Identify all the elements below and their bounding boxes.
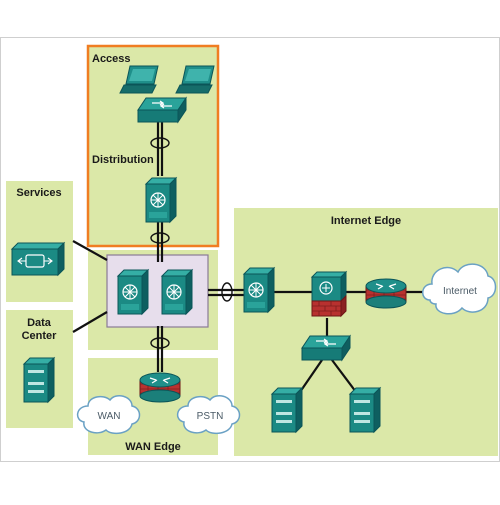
services-label: Services <box>16 187 61 199</box>
firewall-asa-icon <box>310 270 348 318</box>
distribution-label: Distribution <box>92 154 154 166</box>
pstn-cloud-label: PSTN <box>197 411 224 422</box>
services-appliance-icon <box>10 241 66 277</box>
access-switch-icon <box>137 97 187 123</box>
link-services-core <box>72 240 108 261</box>
edge-switch-icon <box>243 267 275 313</box>
data-center-label-line1: Data <box>27 317 52 329</box>
data-center-label-line2: Center <box>22 330 58 342</box>
link-dmz-server-2 <box>331 359 357 393</box>
wan-edge-label: WAN Edge <box>125 441 181 453</box>
wan-router-icon <box>139 372 181 403</box>
internet-edge-label: Internet Edge <box>331 215 401 227</box>
dmz-switch-icon <box>301 335 351 361</box>
link-dmz-server-1 <box>299 359 323 393</box>
data-center-server-icon <box>23 357 55 403</box>
pstn-cloud: PSTN <box>176 395 241 435</box>
core-switch-icon <box>117 269 149 315</box>
dmz-server-icon <box>349 387 381 433</box>
internet-router-icon <box>365 278 407 309</box>
distribution-switch-icon <box>145 177 177 223</box>
services-zone <box>6 181 73 302</box>
dmz-server-icon <box>271 387 303 433</box>
internet-cloud: Internet <box>422 263 497 315</box>
link-datacenter-core <box>72 311 108 333</box>
access-label: Access <box>92 53 131 65</box>
core-switch-icon <box>161 269 193 315</box>
wan-cloud: WAN <box>76 395 141 435</box>
wan-cloud-label: WAN <box>98 411 121 422</box>
internet-cloud-label: Internet <box>443 286 477 297</box>
